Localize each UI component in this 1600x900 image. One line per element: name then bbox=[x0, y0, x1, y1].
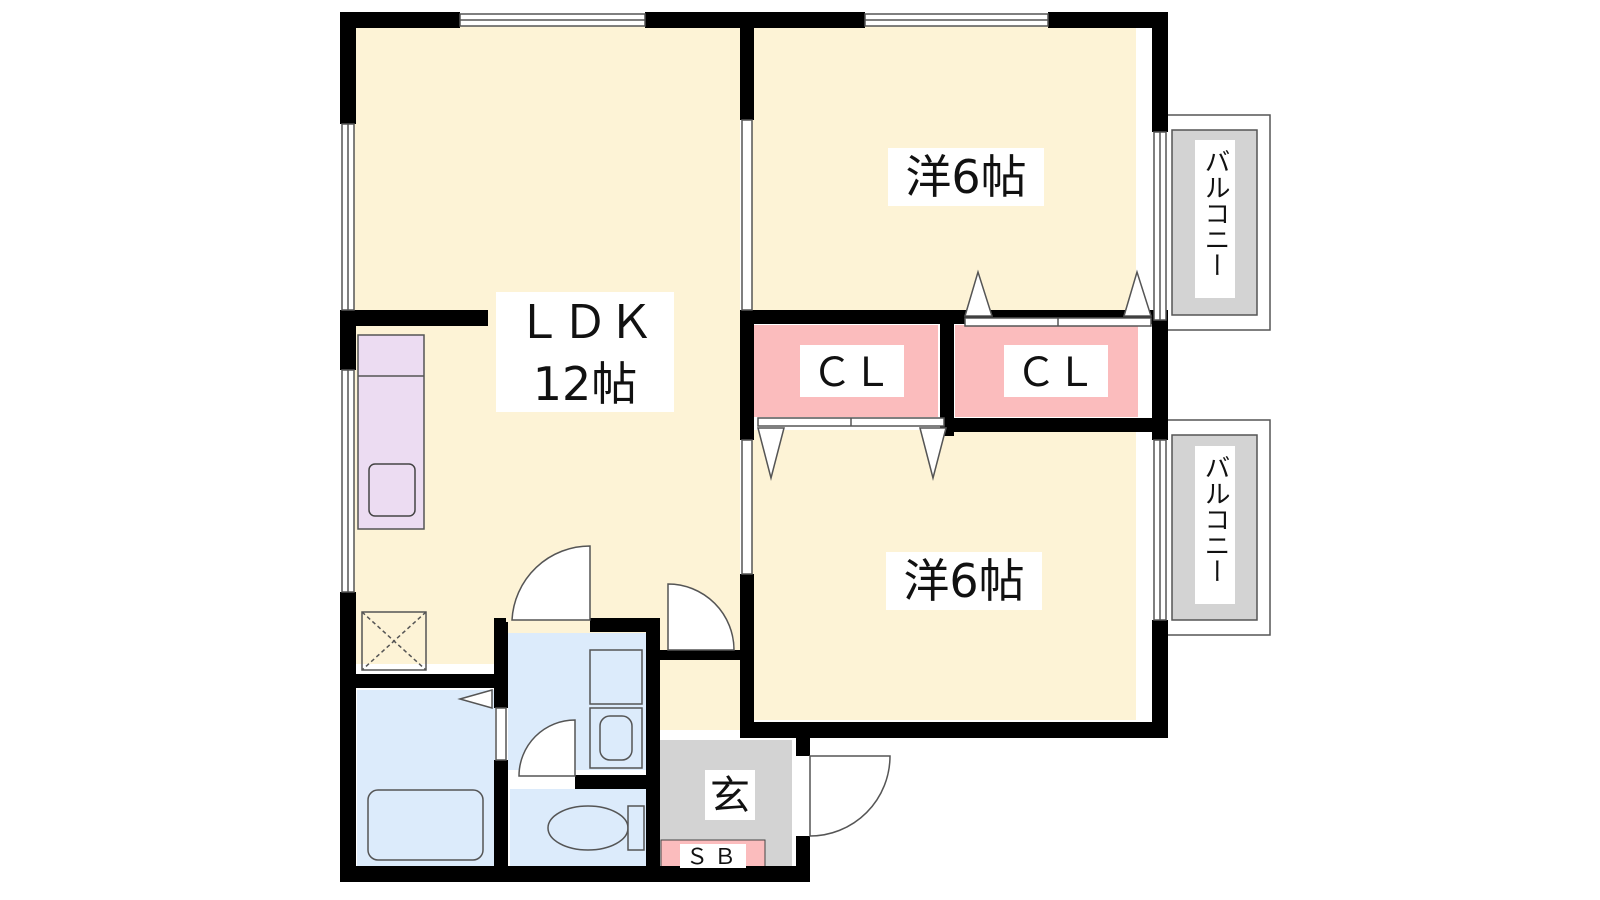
window-center-lower bbox=[741, 439, 753, 575]
window-center-upper bbox=[741, 119, 753, 311]
window-bath-side bbox=[495, 707, 507, 761]
wall-right-top bbox=[1152, 12, 1168, 132]
wall-center-mid bbox=[740, 310, 754, 440]
wall-wash-right bbox=[646, 618, 660, 882]
refrigerator-space bbox=[361, 611, 427, 671]
wall-bath-top bbox=[340, 674, 496, 688]
closet-right-label: ＣＬ bbox=[1016, 350, 1096, 396]
closet-left-label-bg bbox=[800, 345, 904, 397]
closet-right-label-bg bbox=[1004, 345, 1108, 397]
hall-floor bbox=[660, 650, 745, 730]
wall-wet-left bbox=[494, 622, 508, 708]
balcony-south-label: バルコニー bbox=[1200, 454, 1230, 584]
wall-entrance-right-low bbox=[796, 836, 810, 882]
western-north-label-bg bbox=[888, 148, 1044, 206]
wall-top-right bbox=[1048, 12, 1168, 28]
closet-left-handle-a bbox=[757, 427, 785, 481]
washing-machine-space bbox=[589, 649, 643, 705]
wall-toilet-top bbox=[575, 775, 660, 789]
wall-top-mid bbox=[645, 12, 865, 28]
closet-left-handle-b bbox=[919, 427, 947, 481]
walls bbox=[340, 12, 1168, 882]
wall-ldk-stub bbox=[340, 310, 488, 326]
western-room-south-label: 洋6帖 bbox=[903, 554, 1024, 608]
western-south-label-bg bbox=[886, 552, 1042, 610]
wall-top-left bbox=[340, 12, 460, 28]
entrance-door-swing bbox=[809, 755, 891, 837]
wall-center-low bbox=[740, 574, 754, 738]
toilet-tank bbox=[627, 805, 645, 851]
hall-door-swing bbox=[667, 583, 735, 651]
wall-wash-top bbox=[590, 618, 660, 632]
wall-wet-top bbox=[494, 618, 506, 632]
wall-wet-left-low bbox=[494, 760, 508, 882]
bathtub bbox=[367, 789, 484, 861]
refrigerator-cross-b bbox=[361, 611, 427, 671]
wall-left-bottom bbox=[340, 592, 356, 880]
wall-closet-bottom bbox=[950, 418, 1168, 432]
washbasin-bowl bbox=[599, 715, 633, 761]
balcony-south-label-bg bbox=[1195, 446, 1235, 604]
wall-center-top bbox=[740, 12, 754, 120]
wall-closet-mid bbox=[940, 310, 954, 436]
ldk-name-label: ＬＤＫ bbox=[516, 295, 654, 349]
washbasin bbox=[589, 707, 643, 769]
wall-right-bottom bbox=[1152, 620, 1168, 738]
balcony-north-label: バルコニー bbox=[1200, 148, 1230, 278]
western-room-north-label: 洋6帖 bbox=[905, 150, 1026, 204]
bath-door-handle bbox=[457, 689, 493, 709]
closet-left-label: ＣＬ bbox=[812, 350, 892, 396]
shoe-box-label-bg bbox=[680, 844, 746, 868]
wall-bottom-right bbox=[745, 722, 1168, 738]
toilet-bowl bbox=[547, 805, 629, 851]
balcony-north-label-bg bbox=[1195, 140, 1235, 298]
wall-entrance-right bbox=[796, 722, 810, 756]
wall-hall-mid bbox=[660, 650, 742, 660]
entrance-label: 玄 bbox=[710, 773, 750, 819]
fixtures bbox=[361, 611, 645, 861]
sliding-doors bbox=[457, 269, 1153, 709]
shoe-box-label: ＳＢ bbox=[686, 845, 742, 870]
ldk-size-label: 12帖 bbox=[533, 357, 638, 411]
toilet-door-swing bbox=[518, 719, 576, 777]
labels: ＬＤＫ 12帖 洋6帖 洋6帖 ＣＬ ＣＬ 玄 ＳＢ バルコニー バルコニー bbox=[496, 140, 1235, 870]
closet-right-handle-a bbox=[963, 269, 994, 317]
swing-doors bbox=[511, 545, 891, 837]
entrance-label-bg bbox=[705, 770, 755, 820]
wall-bottom-left bbox=[340, 866, 810, 882]
wall-right-mid bbox=[1152, 320, 1168, 440]
wall-left-top bbox=[340, 12, 356, 124]
ldk-label-bg bbox=[496, 292, 674, 412]
washroom-door-swing bbox=[511, 545, 591, 621]
kitchen-sink bbox=[368, 463, 416, 517]
windows bbox=[341, 13, 1167, 761]
closet-right-handle-b bbox=[1122, 269, 1153, 317]
